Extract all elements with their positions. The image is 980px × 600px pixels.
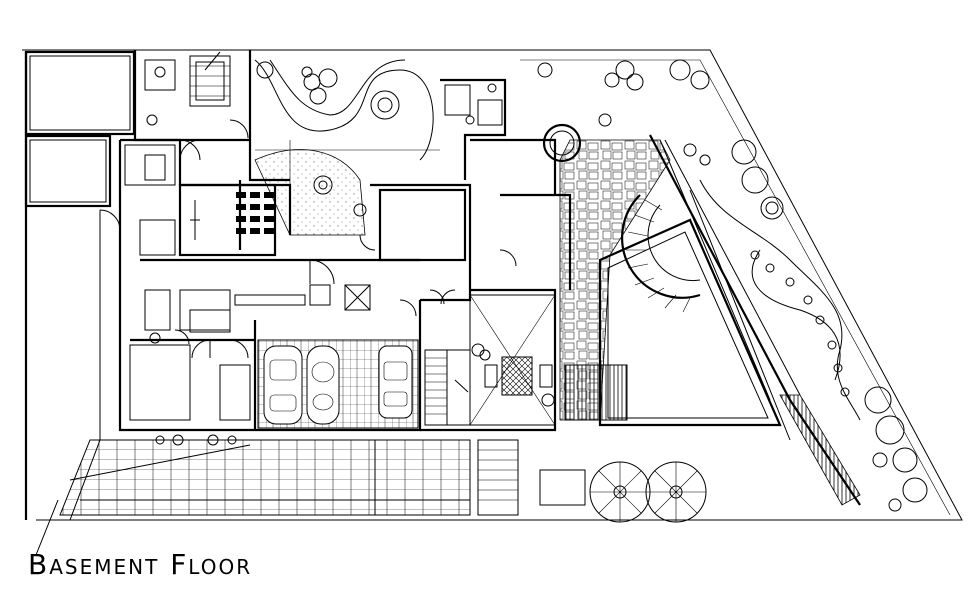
central-hall	[378, 188, 467, 262]
door-swings	[99, 119, 517, 359]
tree-cluster-right	[683, 139, 784, 220]
tree-cluster-upper-right	[537, 59, 710, 127]
lounge	[469, 294, 556, 426]
tree-cluster-top	[256, 61, 367, 217]
corridor	[234, 284, 371, 311]
feature-trees	[589, 461, 707, 523]
upper-service-room	[444, 83, 503, 126]
garden-court	[254, 59, 440, 236]
car-1	[263, 345, 303, 425]
spiral-stair	[621, 194, 701, 313]
car-2	[306, 345, 340, 425]
wooden-deck	[564, 364, 628, 421]
upper-left-stair	[144, 51, 231, 126]
home-theater	[178, 183, 277, 257]
garden-path	[699, 179, 861, 421]
garage	[257, 339, 419, 429]
driveway-paving	[59, 439, 471, 516]
trees	[155, 59, 928, 523]
drawing-title: Basement Floor	[28, 548, 253, 581]
site-boundary	[22, 49, 963, 521]
left-rooms-furniture	[124, 144, 251, 421]
driveway-shrubs	[155, 349, 491, 446]
diagonal-wall	[649, 134, 861, 506]
title-leader-line	[35, 499, 59, 556]
tree-cluster-bottom-right	[864, 386, 928, 512]
entry-stair	[477, 439, 586, 516]
main-stair	[424, 349, 471, 426]
car-3	[378, 345, 413, 419]
